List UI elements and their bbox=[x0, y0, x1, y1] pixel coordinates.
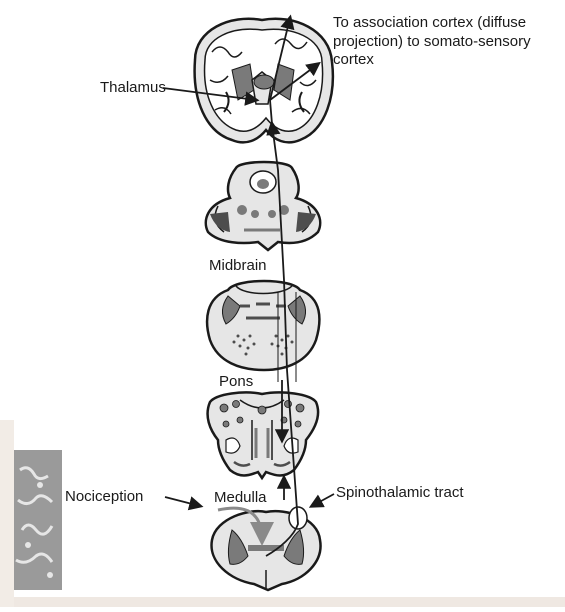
nociception-label: Nociception bbox=[65, 488, 143, 506]
midbrain-section bbox=[206, 162, 320, 250]
photo-strip bbox=[14, 450, 62, 590]
medulla-label: Medulla bbox=[214, 489, 267, 507]
pons-label: Pons bbox=[219, 373, 253, 391]
midbrain-label: Midbrain bbox=[209, 257, 267, 275]
nociception-pointer bbox=[165, 497, 200, 506]
spinothalamic-pointer bbox=[312, 494, 334, 506]
medulla-section bbox=[208, 392, 319, 478]
page-bottom-edge bbox=[0, 597, 565, 607]
page-left-edge bbox=[0, 420, 14, 607]
pons-section bbox=[207, 281, 319, 370]
spinothalamic-tract-label: Spinothalamic tract bbox=[336, 484, 464, 502]
cerebrum-section bbox=[195, 19, 333, 143]
thalamus-label: Thalamus bbox=[100, 79, 166, 97]
association-cortex-label: To association cortex (diffuse projectio… bbox=[333, 14, 533, 70]
